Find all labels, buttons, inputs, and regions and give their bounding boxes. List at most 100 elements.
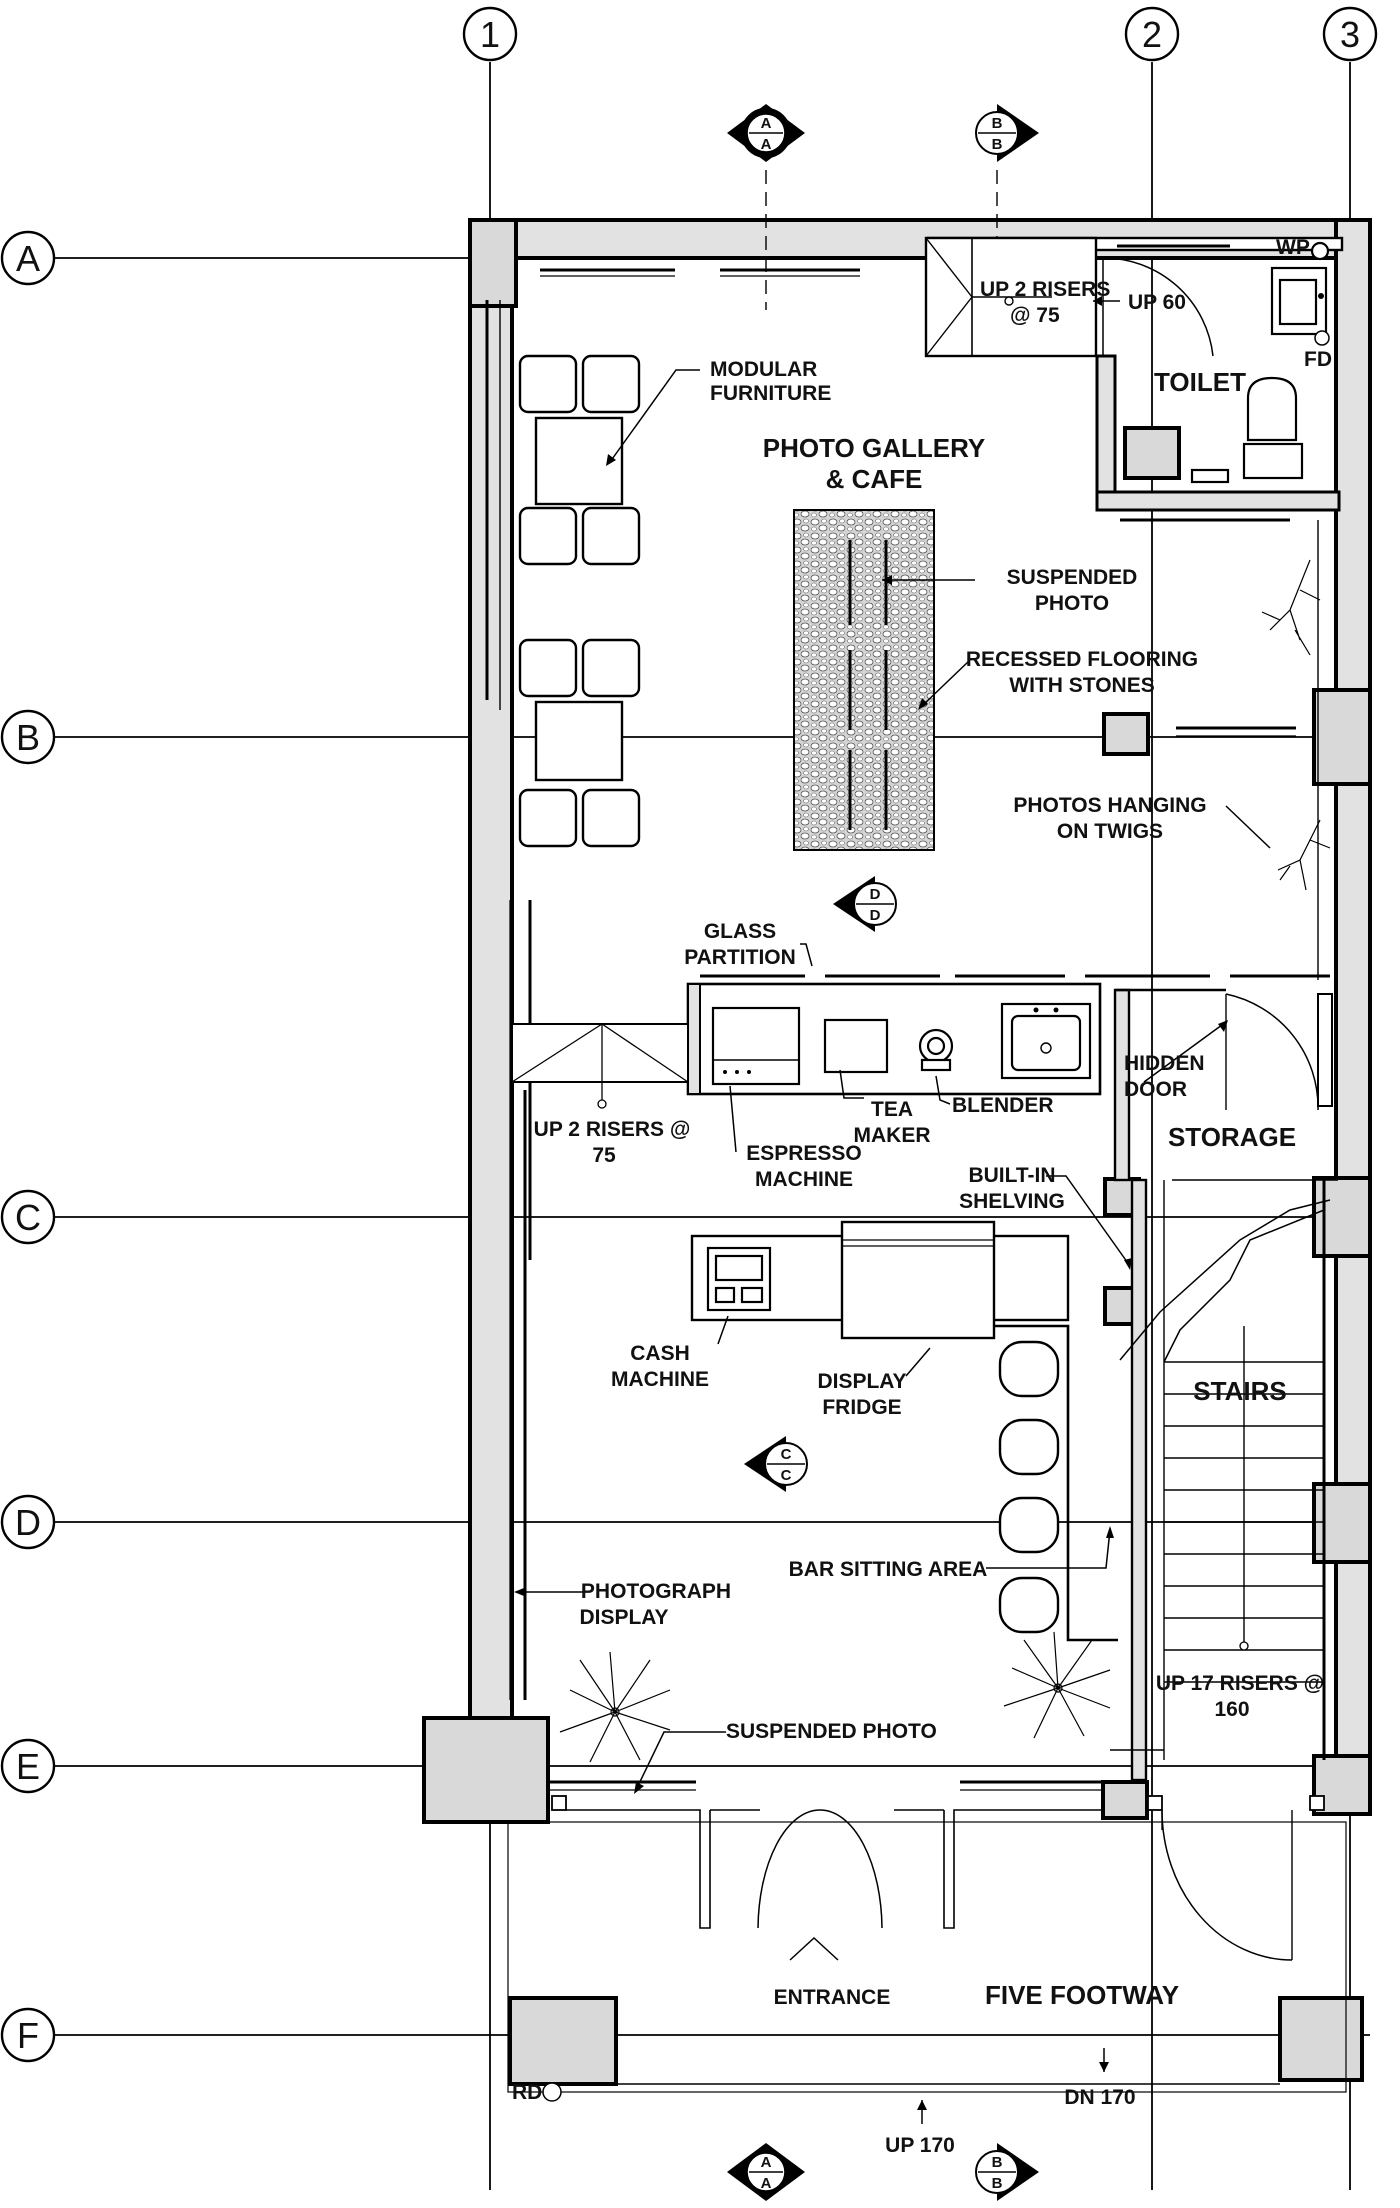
label-fd: FD bbox=[1304, 348, 1332, 371]
label-tea-maker-2: MAKER bbox=[854, 1124, 931, 1147]
room-gallery-2: & CAFE bbox=[826, 464, 923, 494]
exterior-walls bbox=[468, 218, 1372, 1782]
grid-bubble-2: 2 bbox=[1124, 6, 1180, 62]
stair-wall bbox=[1130, 1178, 1326, 1782]
labels: MODULAR FURNITURE PHOTO GALLERY & CAFE U… bbox=[512, 236, 1332, 2157]
label-photos-twigs: PHOTOS HANGING bbox=[1013, 794, 1206, 817]
back-counter bbox=[686, 982, 1102, 1096]
top-steps bbox=[924, 236, 1120, 358]
label-espresso: ESPRESSO bbox=[746, 1142, 862, 1165]
section-marker-b-top: B B bbox=[975, 104, 1039, 162]
modular-furniture bbox=[518, 354, 641, 848]
svg-text:A: A bbox=[761, 136, 772, 153]
label-cash-machine-2: MACHINE bbox=[611, 1368, 709, 1391]
room-stairs: STAIRS bbox=[1193, 1376, 1286, 1406]
grid-bubble-b: B bbox=[0, 709, 56, 765]
grid-bubble-d: D bbox=[0, 1494, 56, 1550]
label-shelving-2: SHELVING bbox=[959, 1190, 1065, 1213]
svg-text:C: C bbox=[781, 1467, 792, 1484]
label-glass-2: PARTITION bbox=[684, 946, 796, 969]
label-up2-left: UP 2 RISERS @ bbox=[534, 1118, 691, 1141]
label-up17-2: 160 bbox=[1214, 1698, 1249, 1721]
room-storage: STORAGE bbox=[1168, 1122, 1296, 1152]
svg-text:D: D bbox=[870, 907, 881, 924]
svg-text:A: A bbox=[16, 238, 40, 279]
room-gallery: PHOTO GALLERY bbox=[763, 433, 985, 463]
label-dn170: DN 170 bbox=[1064, 2086, 1135, 2109]
label-espresso-2: MACHINE bbox=[755, 1168, 853, 1191]
label-suspended-photo: SUSPENDED bbox=[1007, 566, 1138, 589]
label-glass: GLASS bbox=[704, 920, 776, 943]
section-marker-d: D D bbox=[833, 876, 897, 932]
label-tea-maker: TEA bbox=[871, 1098, 913, 1121]
gallery-column bbox=[1102, 712, 1150, 756]
grid-bubble-f: F bbox=[0, 2007, 56, 2063]
front-counter bbox=[690, 1220, 1118, 1642]
label-up2-top-2: @ 75 bbox=[1010, 304, 1060, 327]
label-up2-top: UP 2 RISERS bbox=[980, 278, 1110, 301]
label-modular: MODULAR bbox=[710, 358, 817, 381]
grid-bubble-e: E bbox=[0, 1738, 56, 1794]
room-five-footway: FIVE FOOTWAY bbox=[985, 1980, 1179, 2010]
svg-text:D: D bbox=[870, 886, 881, 903]
label-modular-2: FURNITURE bbox=[710, 382, 831, 405]
front-facade bbox=[548, 1780, 1325, 1961]
recessed-stone-floor bbox=[793, 509, 935, 851]
label-rd: RD bbox=[512, 2081, 542, 2104]
svg-text:A: A bbox=[761, 115, 772, 132]
grid-bubble-a: A bbox=[0, 230, 56, 286]
section-marker-a-bottom: A A bbox=[727, 2143, 805, 2201]
section-marker-c: C C bbox=[744, 1436, 808, 1492]
svg-text:1: 1 bbox=[480, 14, 500, 55]
grid-bubble-1: 1 bbox=[462, 6, 518, 62]
label-shelving: BUILT-IN bbox=[968, 1164, 1055, 1187]
svg-text:2: 2 bbox=[1142, 14, 1162, 55]
bar-stools bbox=[998, 1340, 1060, 1634]
svg-text:B: B bbox=[992, 2154, 1003, 2171]
svg-text:E: E bbox=[16, 1746, 40, 1787]
window-b bbox=[1176, 726, 1296, 737]
label-recessed-2: WITH STONES bbox=[1009, 674, 1154, 697]
label-up60: UP 60 bbox=[1128, 291, 1186, 314]
grid-bubble-c: C bbox=[0, 1189, 56, 1245]
svg-text:A: A bbox=[761, 2154, 772, 2171]
label-hidden-door: HIDDEN bbox=[1124, 1052, 1205, 1075]
left-steps bbox=[511, 1023, 689, 1109]
stairs bbox=[1119, 1199, 1331, 1683]
label-photos-twigs-2: ON TWIGS bbox=[1057, 820, 1163, 843]
label-hidden-door-2: DOOR bbox=[1124, 1078, 1187, 1101]
label-photo-display-2: DISPLAY bbox=[579, 1606, 668, 1629]
room-entrance: ENTRANCE bbox=[774, 1986, 891, 2009]
svg-text:B: B bbox=[16, 717, 40, 758]
label-suspended-photo-bottom: SUSPENDED PHOTO bbox=[726, 1720, 937, 1743]
svg-text:C: C bbox=[15, 1197, 41, 1238]
plant-left bbox=[559, 1651, 671, 1763]
label-recessed: RECESSED FLOORING bbox=[966, 648, 1198, 671]
label-up2-left-2: 75 bbox=[592, 1144, 616, 1167]
svg-text:3: 3 bbox=[1340, 14, 1360, 55]
section-marker-b-bottom: B B bbox=[975, 2143, 1039, 2201]
svg-text:B: B bbox=[992, 136, 1003, 153]
label-suspended-photo-2: PHOTO bbox=[1035, 592, 1109, 615]
room-toilet: TOILET bbox=[1154, 367, 1246, 397]
svg-text:D: D bbox=[15, 1502, 41, 1543]
label-photo-display: PHOTOGRAPH bbox=[581, 1580, 731, 1603]
five-footway bbox=[507, 1821, 1347, 2124]
label-up17: UP 17 RISERS @ bbox=[1156, 1672, 1324, 1695]
label-up170: UP 170 bbox=[885, 2134, 955, 2157]
label-cash-machine: CASH bbox=[630, 1342, 690, 1365]
label-display-fridge-2: FRIDGE bbox=[822, 1396, 901, 1419]
twig-decor bbox=[1261, 559, 1331, 891]
top-windows bbox=[540, 170, 998, 310]
label-wp: WP bbox=[1276, 236, 1310, 259]
storage-room bbox=[1113, 988, 1338, 1182]
grid-bubble-3: 3 bbox=[1322, 6, 1378, 62]
plant-right bbox=[1003, 1631, 1111, 1739]
svg-text:F: F bbox=[17, 2015, 39, 2056]
svg-text:A: A bbox=[761, 2175, 772, 2192]
svg-text:B: B bbox=[992, 115, 1003, 132]
section-marker-a-top: A A bbox=[727, 104, 805, 162]
label-blender: BLENDER bbox=[952, 1094, 1054, 1117]
svg-text:C: C bbox=[781, 1446, 792, 1463]
